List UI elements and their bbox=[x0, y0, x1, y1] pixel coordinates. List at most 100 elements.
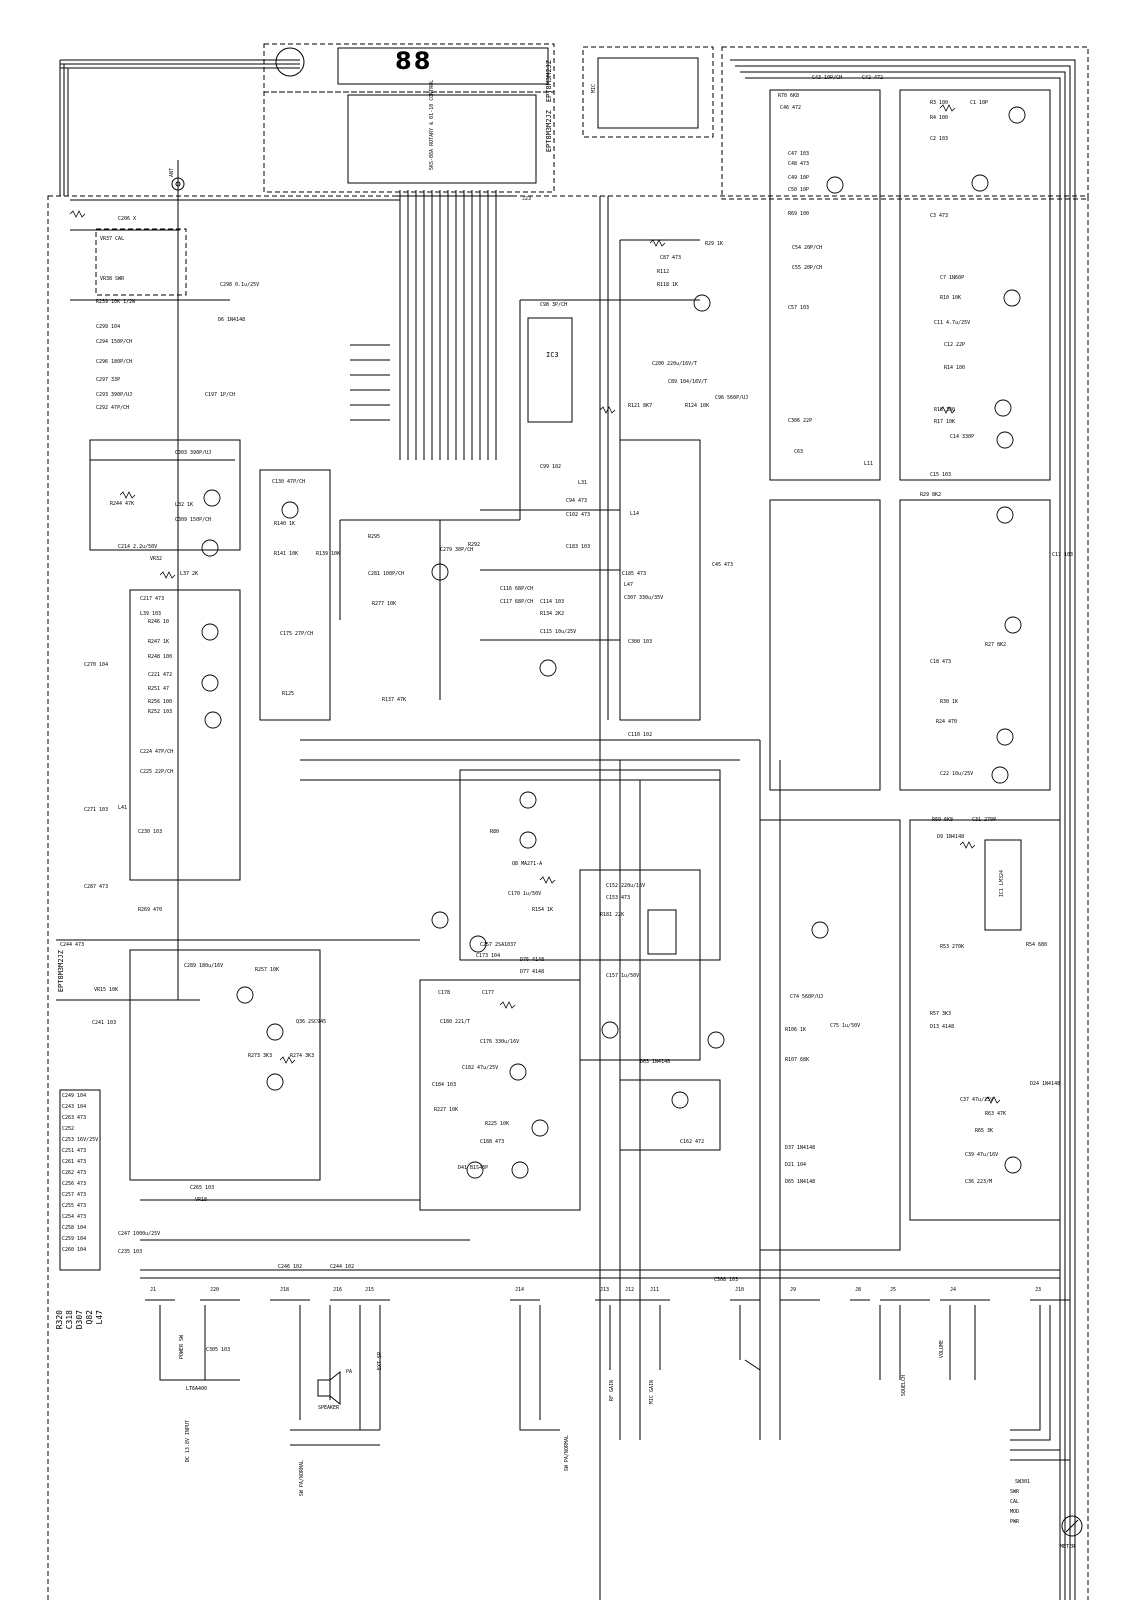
label-r225: R225 10K bbox=[485, 1121, 510, 1127]
display-board-code: EPT8M3M2JZ bbox=[545, 60, 553, 103]
connector-j11: J11 bbox=[650, 1287, 660, 1293]
ext-sp-label: EXT SP bbox=[377, 1352, 383, 1371]
label-c102: C102 473 bbox=[566, 512, 591, 518]
label-r181: R181 22K bbox=[600, 912, 625, 918]
label-r106: R106 1K bbox=[785, 1027, 807, 1033]
label-c98: C98 3P/CH bbox=[540, 302, 568, 308]
cap-list-item: C243 104 bbox=[62, 1104, 87, 1110]
label-c298: C298 0.1u/25V bbox=[220, 282, 260, 288]
label-d37: D37 1N4148 bbox=[785, 1145, 816, 1151]
label-c307: C307 330u/35V bbox=[624, 595, 664, 601]
label-c87: C87 473 bbox=[660, 255, 682, 261]
connector-j4: J4 bbox=[950, 1287, 957, 1293]
label-c182: C182 47u/25V bbox=[462, 1065, 499, 1071]
label-c185: C185 473 bbox=[622, 571, 647, 577]
label-r53: R53 270K bbox=[940, 944, 965, 950]
cap-list-item: C261 473 bbox=[62, 1159, 87, 1165]
label-r292: R292 bbox=[468, 542, 481, 548]
label-c117: C117 68P/CH bbox=[500, 599, 534, 605]
label-r252: R252 103 bbox=[148, 709, 173, 715]
label-l11: L11 bbox=[864, 461, 874, 467]
label-d6: D6 1N4148 bbox=[218, 317, 246, 323]
meter-symbol bbox=[1061, 1515, 1083, 1537]
label-c230: C230 103 bbox=[138, 829, 163, 835]
label-l39: L39 103 bbox=[140, 611, 162, 617]
ic1-body bbox=[984, 839, 1022, 931]
label-r244: R244 47K bbox=[110, 501, 135, 507]
mic-gain-label: MIC GAIN bbox=[649, 1380, 655, 1405]
label-d13: D13 4148 bbox=[930, 1024, 955, 1030]
label-r4: R4 100 bbox=[930, 115, 949, 121]
label-r273: R273 3K3 bbox=[248, 1053, 273, 1059]
label-l47: L47 bbox=[624, 582, 634, 588]
cap-list-item: C252 bbox=[62, 1126, 75, 1132]
label-c170: C170 1u/50V bbox=[508, 891, 542, 897]
label-c63: C63 bbox=[794, 449, 804, 455]
label-d9: D9 1N4148 bbox=[937, 834, 965, 840]
label-c294: C294 150P/CH bbox=[96, 339, 133, 345]
label-vr15: VR15 10K bbox=[94, 987, 119, 993]
label-r121: R121 8K7 bbox=[628, 403, 653, 409]
label-c197: C197 1P/CH bbox=[205, 392, 236, 398]
label-q8: Q8 MA271-A bbox=[512, 861, 543, 867]
label-c12: C12 22P bbox=[944, 342, 966, 348]
label-c94: C94 473 bbox=[566, 498, 588, 504]
label-c1: C1 10P bbox=[970, 100, 989, 106]
label-c11: C11 4.7u/25V bbox=[934, 320, 971, 326]
transistor-symbols bbox=[201, 106, 1026, 1179]
meter-label: METER bbox=[1060, 1544, 1076, 1550]
label-c47: C47 103 bbox=[788, 151, 810, 157]
cap-list-item: C263 473 bbox=[62, 1115, 87, 1121]
mod-label: MOD bbox=[1010, 1509, 1020, 1515]
label-c46: C46 472 bbox=[780, 105, 802, 111]
label-c110: C110 102 bbox=[628, 732, 653, 738]
label-c225: C225 22P/CH bbox=[140, 769, 174, 775]
label-c246: C246 102 bbox=[278, 1264, 303, 1270]
resistor-symbols bbox=[69, 104, 1001, 1104]
label-vr32: VR32 bbox=[150, 556, 163, 562]
label-r60: R60 6K8 bbox=[932, 817, 954, 823]
label-r29b: R29 8K2 bbox=[920, 492, 942, 498]
connector-j12: J12 bbox=[625, 1287, 635, 1293]
label-r69: R69 100 bbox=[788, 211, 810, 217]
label-c287: C287 473 bbox=[84, 884, 109, 890]
label-c309: C309 150P/CH bbox=[175, 517, 212, 523]
label-r140: R140 1K bbox=[274, 521, 296, 527]
seven-segment-display: 88 bbox=[395, 49, 441, 73]
connector-j15: J15 bbox=[365, 1287, 375, 1293]
control-ic-text: 5KS-08A ROTARY & 01-10 CONTROL bbox=[429, 79, 435, 170]
label-c297: C297 33P bbox=[96, 377, 121, 383]
label-r54: R54 680 bbox=[1026, 942, 1048, 948]
label-c75: C75 1u/50V bbox=[830, 1023, 861, 1029]
label-c2: C2 103 bbox=[930, 136, 949, 142]
label-l41: L41 bbox=[118, 805, 128, 811]
label-d24: D24 1N4148 bbox=[1030, 1081, 1061, 1087]
label-c14: C14 330P bbox=[950, 434, 975, 440]
label-c217: C217 473 bbox=[140, 596, 165, 602]
mic-connector-box bbox=[597, 57, 699, 129]
label-c153: C153 473 bbox=[606, 895, 631, 901]
label-r107: R107 68K bbox=[785, 1057, 810, 1063]
label-c296: C296 180P/CH bbox=[96, 359, 133, 365]
label-r274: R274 3K3 bbox=[290, 1053, 315, 1059]
label-c257: C257 2SA1037 bbox=[480, 942, 517, 948]
label-r295: R295 bbox=[368, 534, 381, 540]
swr-label: SWR bbox=[1010, 1489, 1020, 1495]
label-c99: C99 102 bbox=[540, 464, 562, 470]
connector-j5: J5 bbox=[890, 1287, 897, 1293]
cap-list-item: C253 16V/25V bbox=[62, 1137, 99, 1143]
label-c7: C7 1N60P bbox=[940, 275, 965, 281]
cal-label: CAL bbox=[1010, 1499, 1020, 1505]
label-c114: C114 103 bbox=[540, 599, 565, 605]
label-r239: R239 10K 1/2W bbox=[96, 299, 136, 305]
label-c116: C116 68P/CH bbox=[500, 586, 534, 592]
label-c175: C175 27P/CH bbox=[280, 631, 314, 637]
main-board-code: EPT8M3M2JZ bbox=[57, 950, 65, 993]
label-r70: R70 6K8 bbox=[778, 93, 800, 99]
label-r57: R57 3K3 bbox=[930, 1011, 952, 1017]
label-d41: D41 B1S43P bbox=[458, 1165, 489, 1171]
label-r10: R10 10K bbox=[940, 295, 962, 301]
label-r247: R247 1K bbox=[148, 639, 170, 645]
label-c74: C74 560P/UJ bbox=[790, 994, 824, 1000]
label-c265: C265 103 bbox=[190, 1185, 215, 1191]
